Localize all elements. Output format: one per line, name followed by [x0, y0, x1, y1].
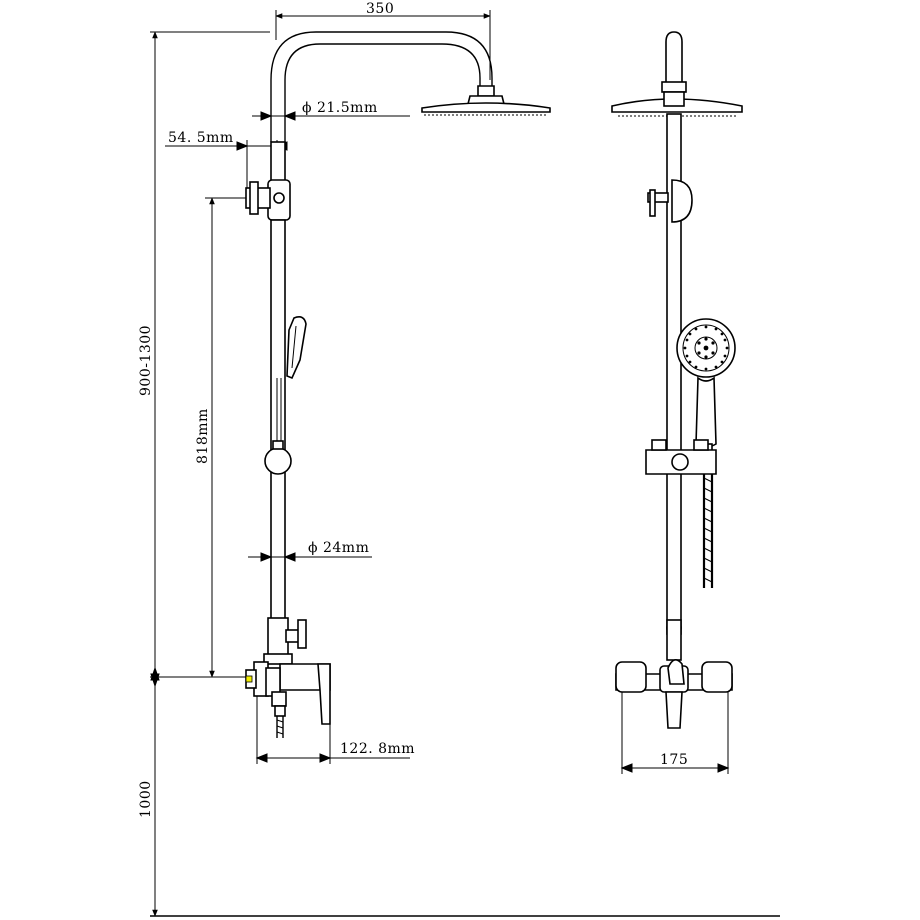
- label-mixer-depth: 122. 8mm: [340, 741, 415, 757]
- mixer-level-arrow-down: [150, 673, 160, 688]
- mixer-right-flange: [701, 661, 733, 693]
- slider-knob-side: [264, 447, 292, 475]
- front-view: [611, 31, 743, 774]
- label-mixer-width: 175: [660, 752, 688, 768]
- hand-shower-handle-front: [695, 376, 717, 448]
- mixer-lever-front: [667, 659, 685, 685]
- lower-valve-knob-side: [297, 619, 307, 649]
- spray-nozzles: [683, 325, 729, 371]
- riser-pipe: [270, 31, 493, 142]
- overhead-shower-head-side: [477, 85, 495, 97]
- side-view: [150, 10, 780, 917]
- label-width-top: 350: [366, 1, 394, 17]
- label-offset-side: 54. 5mm: [168, 130, 234, 146]
- diverter-front: [671, 179, 693, 223]
- shower-hose: [702, 460, 714, 588]
- label-height-range: 900-1300: [138, 325, 154, 396]
- dimension-labels: 350 ϕ 21.5mm 54. 5mm 900-1300 818mm ϕ 24…: [138, 1, 688, 818]
- mixer-left-flange: [615, 661, 647, 693]
- label-slide-rail: 818mm: [195, 408, 211, 464]
- riser-top-front: [665, 31, 683, 87]
- label-pipe-diameter-lower: ϕ 24mm: [308, 540, 369, 556]
- label-floor-height: 1000: [138, 780, 154, 818]
- bath-spout-front: [665, 691, 683, 729]
- label-pipe-diameter-upper: ϕ 21.5mm: [302, 100, 378, 116]
- hand-shower-side: [286, 316, 307, 380]
- wall-inlet-accent: [245, 675, 253, 683]
